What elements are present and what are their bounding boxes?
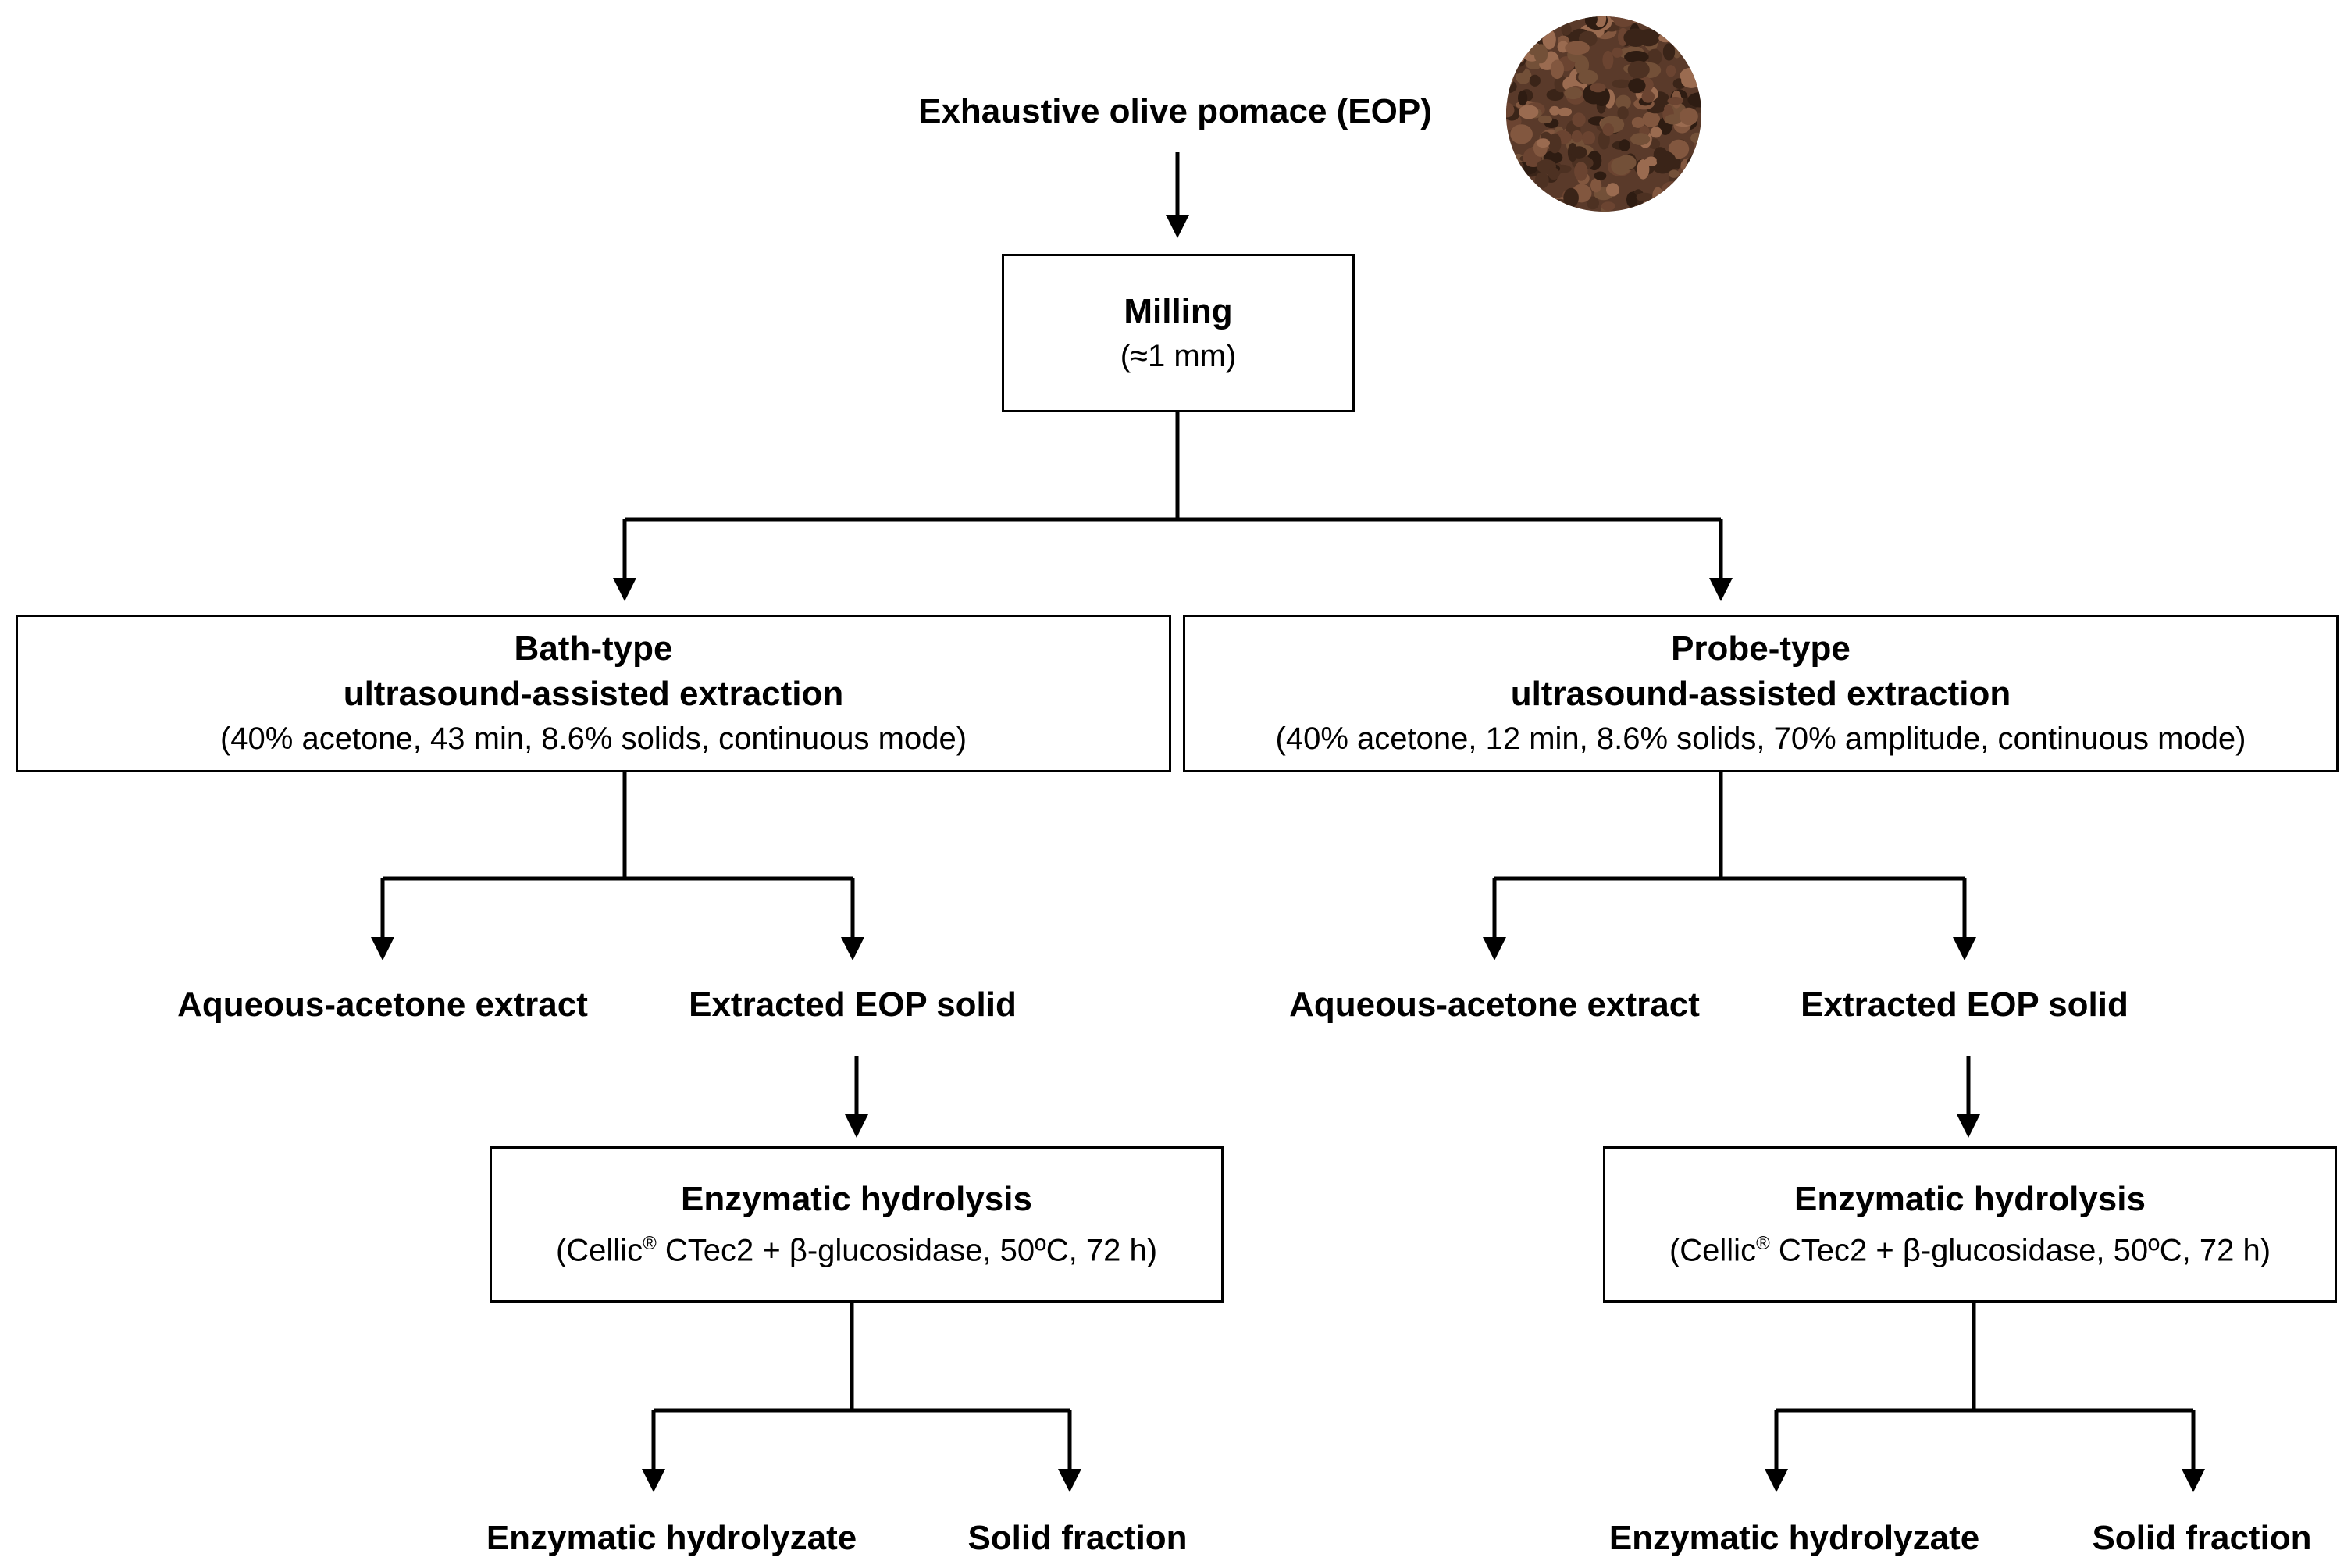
probe-title-line1: Probe-type xyxy=(1671,629,1851,668)
olive-pomace-pellets-photo xyxy=(1506,16,1701,212)
source-label: Exhaustive olive pomace (EOP) xyxy=(918,92,1432,130)
probe-detail: (40% acetone, 12 min, 8.6% solids, 70% a… xyxy=(1275,722,2246,756)
probe-hydrolysis-detail: (Cellic® CTec2 + β-glucosidase, 50ºC, 72… xyxy=(1669,1232,2271,1268)
bath-title-line2: ultrasound-assisted extraction xyxy=(343,675,844,713)
bath-solid-fraction-label: Solid fraction xyxy=(967,1519,1188,1557)
bath-hydrolysis-box: Enzymatic hydrolysis (Cellic® CTec2 + β-… xyxy=(490,1146,1224,1303)
milling-detail: (≈1 mm) xyxy=(1120,338,1237,373)
probe-solid-label: Extracted EOP solid xyxy=(1801,985,2128,1024)
bath-title-line1: Bath-type xyxy=(514,629,673,668)
probe-solid-fraction-label: Solid fraction xyxy=(2092,1519,2312,1557)
bath-solid-label: Extracted EOP solid xyxy=(689,985,1017,1024)
probe-title-line2: ultrasound-assisted extraction xyxy=(1510,675,2011,713)
probe-hydrolysis-title: Enzymatic hydrolysis xyxy=(1794,1179,2146,1218)
bath-hydrolysis-title: Enzymatic hydrolysis xyxy=(681,1179,1032,1218)
bath-extract-label: Aqueous-acetone extract xyxy=(177,985,588,1024)
milling-box: Milling (≈1 mm) xyxy=(1002,254,1355,412)
probe-extraction-box: Probe-type ultrasound-assisted extractio… xyxy=(1183,615,2339,772)
bath-hydrolyzate-label: Enzymatic hydrolyzate xyxy=(486,1519,857,1557)
bath-extraction-box: Bath-type ultrasound-assisted extraction… xyxy=(16,615,1171,772)
probe-hydrolysis-box: Enzymatic hydrolysis (Cellic® CTec2 + β-… xyxy=(1603,1146,2337,1303)
bath-detail: (40% acetone, 43 min, 8.6% solids, conti… xyxy=(219,722,967,756)
probe-extract-label: Aqueous-acetone extract xyxy=(1289,985,1700,1024)
bath-hydrolysis-detail: (Cellic® CTec2 + β-glucosidase, 50ºC, 72… xyxy=(555,1232,1158,1268)
milling-title: Milling xyxy=(1124,291,1233,330)
probe-hydrolyzate-label: Enzymatic hydrolyzate xyxy=(1608,1519,1980,1557)
